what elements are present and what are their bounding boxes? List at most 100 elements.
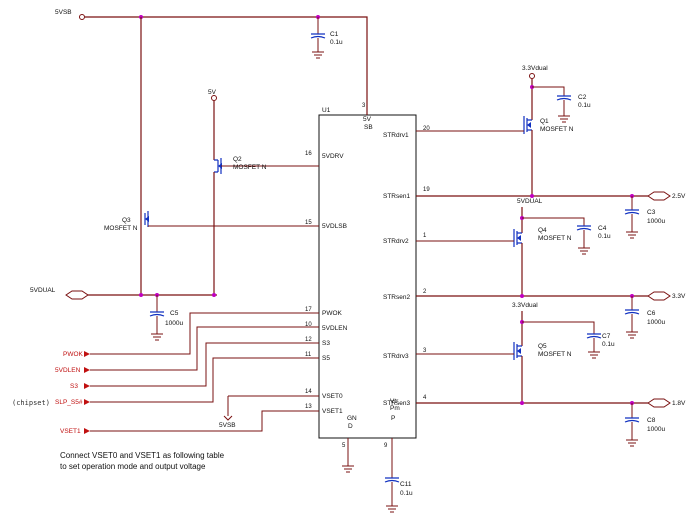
ic-ref: U1	[322, 107, 331, 114]
net-5vdual-label: 5VDUAL	[30, 287, 56, 294]
pin-name: 5VDRV	[322, 153, 344, 160]
net-5v-terminal	[211, 95, 217, 101]
signal-slp: (chipset) SLP_S5#	[12, 399, 90, 407]
net-3v3dual-a-terminal	[529, 73, 535, 79]
pin-name: 5VDLEN	[322, 325, 348, 332]
chipset-label: (chipset)	[12, 399, 50, 407]
ic-pin9-num: 9	[384, 443, 388, 449]
signal-vset1: VSET1	[60, 428, 90, 435]
q1-ref: Q1	[540, 118, 549, 125]
ic-gnd-a: GN	[347, 415, 357, 422]
pin-name: STRsen3	[383, 400, 410, 407]
pin-num: 13	[305, 404, 312, 410]
signal-pwok-label: PWOK	[63, 351, 84, 358]
pin-name: S5	[322, 355, 330, 362]
q1-mosfet	[416, 116, 532, 134]
pin-name: PWOK	[322, 310, 343, 317]
q4-mosfet	[416, 229, 522, 247]
q2-ref: Q2	[233, 156, 242, 163]
net-1v8-port	[647, 398, 671, 408]
ic-top-pin-num: 3	[362, 103, 366, 109]
net-3v3-label: 3.3V	[672, 293, 686, 300]
ic-gnd-b: D	[348, 423, 353, 430]
q3-mosfet	[144, 211, 319, 227]
q2-type: MOSFET N	[233, 164, 267, 171]
ic-top-pin-name-b: SB	[364, 124, 373, 131]
q3-ref: Q3	[122, 217, 131, 224]
net-5vdual-b-label: 5VDUAL	[517, 198, 543, 205]
q1-type: MOSFET N	[540, 126, 574, 133]
pin-num: 3	[423, 348, 427, 354]
pin-name: VSET0	[322, 393, 343, 400]
pin-name: STRsen2	[383, 294, 410, 301]
pin-num: 12	[305, 337, 312, 343]
c5-ref: C5	[170, 310, 179, 317]
c2-ref: C2	[578, 94, 587, 101]
net-5v-label: 5V	[208, 89, 217, 96]
pin-name: STRdrv1	[383, 132, 409, 139]
ic-right-pins: 20 STRdrv1 19 STRsen1 1 STRdrv2 2 STRsen…	[383, 126, 430, 407]
c1-ref: C1	[330, 31, 339, 38]
c5-value: 1000u	[165, 320, 183, 327]
net-5vdual-port	[65, 290, 89, 300]
pin-name: STRdrv3	[383, 353, 409, 360]
pin-name: STRsen1	[383, 193, 410, 200]
pin-num: 4	[423, 395, 427, 401]
q2-mosfet	[214, 158, 319, 174]
net-3v3dual-a-label: 3.3Vdual	[522, 65, 548, 72]
pin-num: 20	[423, 126, 430, 132]
signal-s3-label: S3	[70, 383, 78, 390]
ic-top-pin-name-a: 5V	[363, 116, 372, 123]
net-3v3dual-b-label: 3.3Vdual	[512, 302, 538, 309]
note-line2: to set operation mode and output voltage	[60, 462, 206, 471]
ic-gnd-num: 5	[342, 443, 346, 449]
pin-num: 16	[305, 151, 312, 157]
c8-value: 1000u	[647, 426, 665, 433]
c4-value: 0.1u	[598, 233, 611, 240]
signal-slp-label: SLP_S5#	[55, 399, 83, 406]
pin-name: VSET1	[322, 408, 343, 415]
c7-value: 0.1u	[602, 341, 615, 348]
pin-num: 2	[423, 289, 427, 295]
q5-ref: Q5	[538, 343, 547, 350]
pin-num: 1	[423, 233, 427, 239]
ic-vtr-b: Pm	[390, 405, 400, 412]
ic-left-pins: 16 5VDRV 15 5VDLSB 17 PWOK 10 5VDLEN 12 …	[305, 151, 348, 415]
c11-ref: C11	[400, 481, 412, 488]
c11-value: 0.1u	[400, 490, 413, 497]
net-5vsb-label: 5VSB	[55, 9, 72, 16]
pin-name: STRdrv2	[383, 238, 409, 245]
pin-num: 15	[305, 220, 312, 226]
pin-num: 14	[305, 389, 312, 395]
pin-num: 10	[305, 322, 312, 328]
c8-ref: C8	[647, 417, 656, 424]
q4-ref: Q4	[538, 227, 547, 234]
q4-type: MOSFET N	[538, 235, 572, 242]
c6-ref: C6	[647, 310, 656, 317]
signal-vset1-label: VSET1	[60, 428, 81, 435]
pin-num: 11	[305, 352, 312, 358]
c1-value: 0.1u	[330, 39, 343, 46]
signal-5vdlen: 5VDLEN	[55, 367, 90, 374]
signal-s3: S3	[70, 383, 90, 390]
ic-vtr-c: P	[391, 415, 395, 422]
note-line1: Connect VSET0 and VSET1 as following tab…	[60, 451, 225, 460]
signal-pwok: PWOK	[63, 351, 90, 358]
net-2v5-port	[647, 191, 671, 201]
pin-num: 19	[423, 187, 430, 193]
q5-mosfet	[416, 342, 522, 360]
c4-ref: C4	[598, 225, 607, 232]
q5-type: MOSFET N	[538, 351, 572, 358]
c3-ref: C3	[647, 209, 656, 216]
c6-value: 1000u	[647, 319, 665, 326]
pin-name: 5VDLSB	[322, 223, 347, 230]
signal-5vdlen-label: 5VDLEN	[55, 367, 81, 374]
net-2v5-label: 2.5V	[672, 193, 686, 200]
net-1v8-label: 1.8V	[672, 400, 686, 407]
net-5vsb-terminal	[79, 14, 85, 20]
net-s3-vsb-label: 5VSB	[219, 422, 236, 429]
ic-vtr-a: Vtr	[390, 398, 399, 405]
net-3v3-port	[647, 291, 671, 301]
pin-name: S3	[322, 340, 330, 347]
